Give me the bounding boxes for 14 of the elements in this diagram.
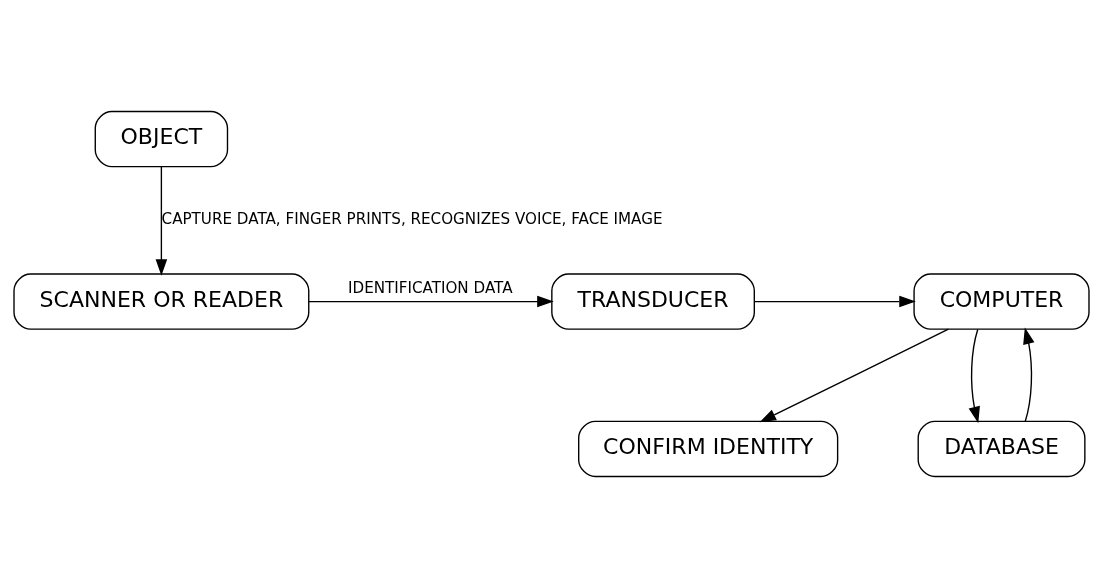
arrow (1023, 326, 1035, 422)
arrow (308, 295, 554, 307)
node-box: TRANSDUCER (551, 272, 755, 330)
node-box: SCANNER OR READER (13, 272, 310, 330)
node-box: OBJECT (94, 110, 229, 167)
edge-label: CAPTURE DATA, FINGER PRINTS, RECOGNIZES VOICE, FACE IMAGE (161, 209, 663, 228)
arrow (155, 165, 168, 276)
node-box: CONFIRM IDENTITY (578, 420, 839, 477)
node-box: COMPUTER (913, 272, 1090, 330)
arrow (759, 327, 950, 422)
node-box: DATABASE (917, 420, 1086, 477)
arrow (753, 295, 916, 307)
arrow (968, 328, 980, 423)
edge-label: IDENTIFICATION DATA (348, 278, 513, 297)
